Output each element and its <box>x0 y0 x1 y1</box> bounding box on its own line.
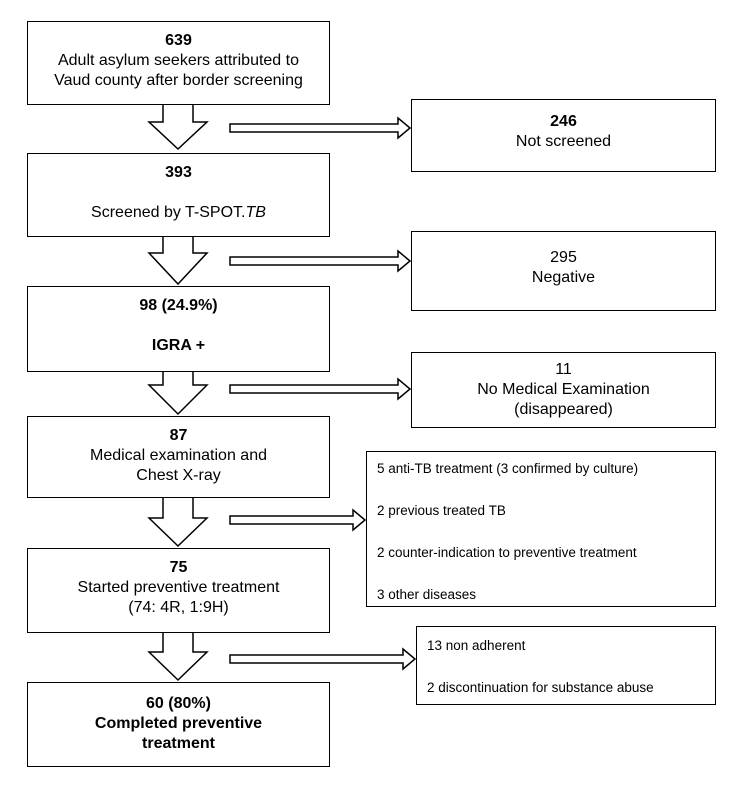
screened-text: Screened by T-SPOT. <box>91 204 246 221</box>
count-246: 246 <box>550 113 577 130</box>
exclusion-other-diseases: 3 other diseases <box>377 587 477 602</box>
right-arrow-4 <box>229 508 367 532</box>
exclusion-previous-tb: 2 previous treated TB <box>377 503 506 518</box>
down-arrow-5 <box>147 631 209 682</box>
box-screened: 393 Screened by T-SPOT.TB <box>27 153 330 237</box>
box-medical-exclusions: 5 anti-TB treatment (3 confirmed by cult… <box>366 451 716 607</box>
box4-line2: Chest X-ray <box>136 467 221 484</box>
count-393: 393 <box>165 164 192 181</box>
box-completed-treatment: 60 (80%) Completed preventive treatment <box>27 682 330 767</box>
no-exam-line2: (disappeared) <box>514 401 613 418</box>
exclusion-counter-indication: 2 counter-indication to preventive treat… <box>377 545 637 560</box>
tb-italic: TB <box>245 204 266 221</box>
box6-line1: Completed preventive <box>94 715 263 732</box>
box-not-screened: 246 Not screened <box>411 99 716 172</box>
box-started-treatment: 75 Started preventive treatment (74: 4R,… <box>27 548 330 633</box>
box1-line1: Adult asylum seekers attributed to <box>57 52 299 69</box>
box-no-medical-exam: 11 No Medical Examination (disappeared) <box>411 352 716 428</box>
down-arrow-3 <box>147 370 209 416</box>
screened-label: Screened by T-SPOT.TB <box>28 203 329 223</box>
no-exam-line1: No Medical Examination <box>477 381 650 398</box>
box-igra-positive: 98 (24.9%) IGRA + <box>27 286 330 372</box>
right-arrow-3 <box>229 377 412 401</box>
box-treatment-exclusions: 13 non adherent 2 discontinuation for su… <box>416 626 716 705</box>
right-arrow-2 <box>229 249 412 273</box>
right-arrow-5 <box>229 647 417 671</box>
box-adult-asylum-seekers: 639 Adult asylum seekers attributed to V… <box>27 21 330 105</box>
count-98: 98 (24.9%) <box>139 297 218 314</box>
count-295: 295 <box>550 249 577 266</box>
count-11: 11 <box>555 361 572 378</box>
box5-line1: Started preventive treatment <box>77 579 280 596</box>
box1-line2: Vaud county after border screening <box>54 72 303 89</box>
not-screened-label: Not screened <box>515 133 612 150</box>
down-arrow-1 <box>147 103 209 151</box>
box5-line2: (74: 4R, 1:9H) <box>128 599 229 616</box>
count-87: 87 <box>169 427 188 444</box>
right-arrow-1 <box>229 116 412 140</box>
count-75: 75 <box>169 559 188 576</box>
down-arrow-4 <box>147 496 209 548</box>
box-negative: 295 Negative <box>411 231 716 311</box>
box4-line1: Medical examination and <box>90 447 267 464</box>
down-arrow-2 <box>147 235 209 286</box>
igra-label: IGRA + <box>151 337 206 354</box>
exclusion-substance-abuse: 2 discontinuation for substance abuse <box>427 680 654 695</box>
count-60: 60 (80%) <box>146 695 211 712</box>
exclusion-anti-tb: 5 anti-TB treatment (3 confirmed by cult… <box>377 461 639 476</box>
box-medical-exam: 87 Medical examination and Chest X-ray <box>27 416 330 498</box>
count-639: 639 <box>165 32 192 49</box>
negative-label: Negative <box>531 269 596 286</box>
exclusion-non-adherent: 13 non adherent <box>427 638 526 653</box>
box6-line2: treatment <box>142 735 215 752</box>
